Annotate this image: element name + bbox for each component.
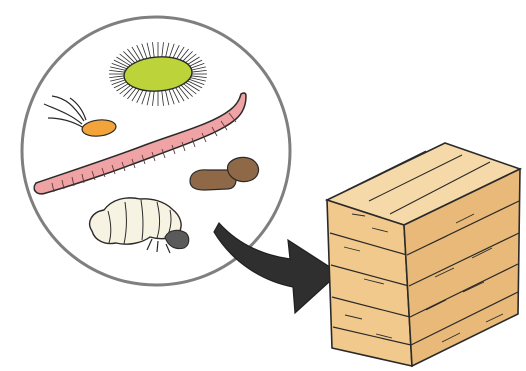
wooden-crate-icon (327, 143, 520, 366)
arrow-icon (214, 223, 339, 313)
bacterium-icon (109, 42, 207, 106)
